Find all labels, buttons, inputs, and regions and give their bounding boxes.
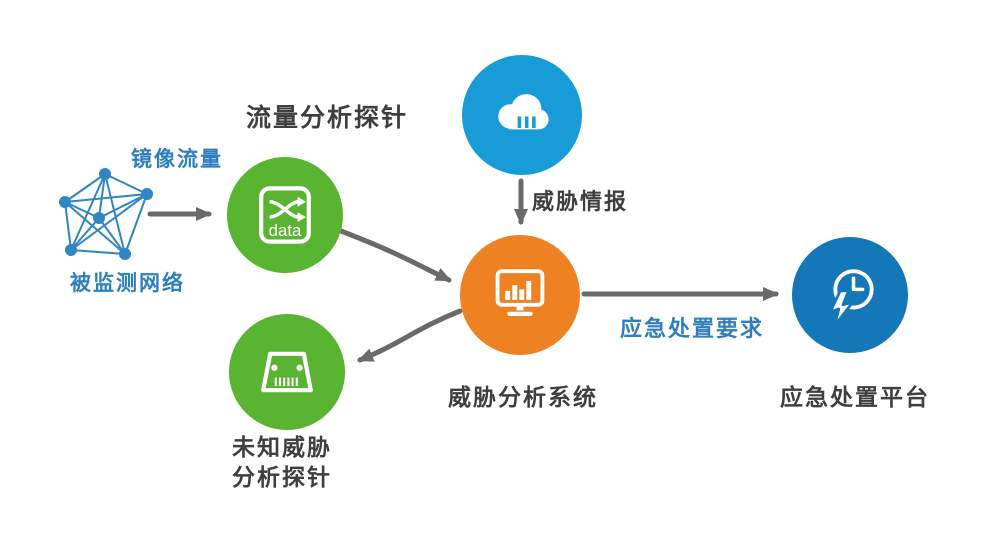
mirror-traffic-label: 镜像流量 xyxy=(131,148,223,171)
traffic-probe-node: data xyxy=(227,157,343,273)
clock-lightning-icon xyxy=(829,269,874,328)
threat-intel-cloud-node xyxy=(462,55,582,175)
threat-intel-label: 威胁情报 xyxy=(532,189,629,214)
arrow-analysis-to-unknown-probe xyxy=(357,308,463,363)
unknown-threat-probe-node xyxy=(229,314,345,430)
server-icon xyxy=(261,351,313,393)
traffic-probe-label: 流量分析探针 xyxy=(246,104,409,132)
response-platform-node xyxy=(792,237,908,353)
arrow-probe-to-analysis xyxy=(338,228,452,283)
threat-analysis-node xyxy=(460,235,580,355)
unknown-threat-probe-label-line1: 未知威胁 xyxy=(232,434,332,460)
data-switch-icon: data xyxy=(259,186,311,244)
data-switch-icon-text: data xyxy=(269,221,302,240)
unknown-threat-probe-label: 未知威胁 分析探针 xyxy=(232,433,332,493)
monitored-network-label: 被监测网络 xyxy=(70,272,185,295)
response-platform-label: 应急处置平台 xyxy=(780,384,930,410)
cloud-icon xyxy=(498,94,549,130)
threat-analysis-system-label: 威胁分析系统 xyxy=(448,384,598,410)
network-graph-icon xyxy=(59,168,153,260)
monitor-chart-icon xyxy=(495,269,545,316)
unknown-threat-probe-label-line2: 分析探针 xyxy=(232,463,332,490)
response-requirement-label: 应急处置要求 xyxy=(620,316,765,341)
